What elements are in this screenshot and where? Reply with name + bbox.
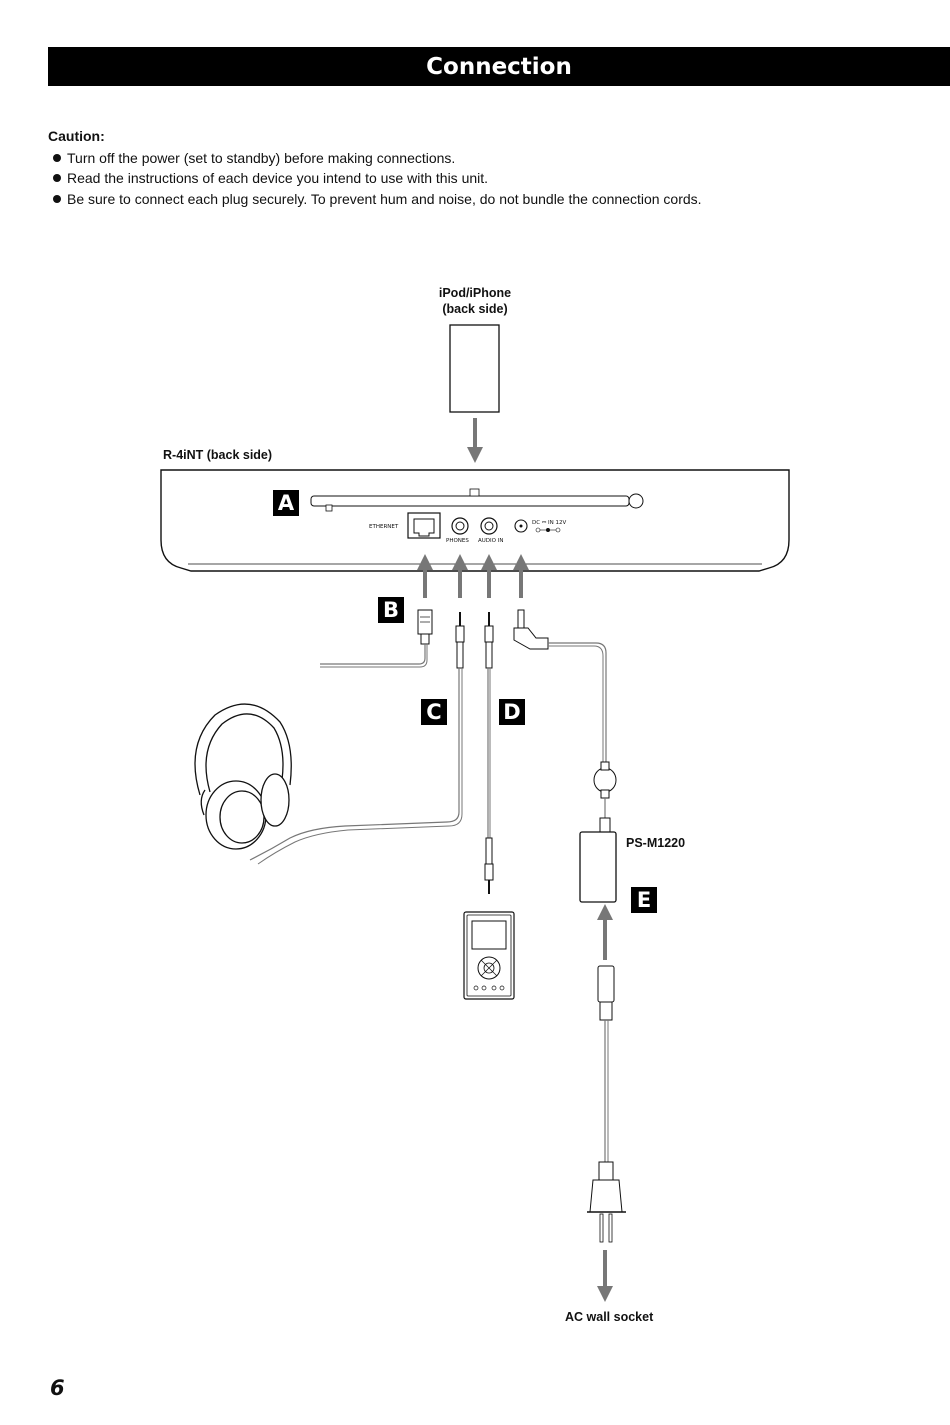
portable-player-icon — [463, 911, 515, 1000]
headphone-cable — [249, 668, 460, 861]
ferrite-core — [593, 761, 617, 799]
ipod-label: iPod/iPhone (back side) — [425, 285, 525, 317]
ipod-label-line1: iPod/iPhone — [438, 286, 512, 300]
lan-cable — [320, 609, 433, 668]
phones-label: PHONES — [446, 538, 469, 544]
headphones-icon — [194, 703, 292, 850]
page-title-bar: Connection — [48, 47, 950, 86]
caution-list: Turn off the power (set to standby) befo… — [48, 148, 928, 210]
caution-item: Read the instructions of each device you… — [48, 168, 928, 189]
caution-heading: Caution: — [48, 128, 105, 144]
audio-cable — [484, 612, 494, 894]
dc-plug — [513, 609, 549, 650]
headphone-plug — [455, 612, 465, 669]
marker-b: B — [378, 597, 404, 623]
unit-label: R-4iNT (back side) — [163, 448, 273, 462]
ac-adapter — [579, 831, 617, 903]
caution-section: Caution: Turn off the power (set to stan… — [48, 126, 928, 209]
dc-in-label: DC ⎓ IN 12V — [532, 520, 566, 526]
r4int-unit: ETHERNET PHONES AUDIO IN DC ⎓ IN 12V — [160, 469, 790, 572]
audio-in-label: AUDIO IN — [478, 538, 503, 544]
socket-label: AC wall socket — [565, 1310, 654, 1324]
dc-polarity-icon — [535, 527, 561, 533]
adapter-label: PS-M1220 — [626, 836, 686, 850]
caution-item: Turn off the power (set to standby) befo… — [48, 148, 928, 169]
ipod-device — [449, 324, 500, 413]
marker-a: A — [273, 490, 299, 516]
antenna — [310, 495, 630, 507]
power-cord — [587, 965, 626, 1243]
page-title: Connection — [426, 53, 572, 80]
page-number: 6 — [50, 1376, 65, 1400]
dc-cable — [548, 642, 607, 762]
ipod-label-line2: (back side) — [442, 302, 508, 316]
marker-e: E — [631, 887, 657, 913]
marker-c: C — [421, 699, 447, 725]
marker-d: D — [499, 699, 525, 725]
ethernet-label: ETHERNET — [369, 524, 399, 530]
caution-item: Be sure to connect each plug securely. T… — [48, 189, 928, 210]
